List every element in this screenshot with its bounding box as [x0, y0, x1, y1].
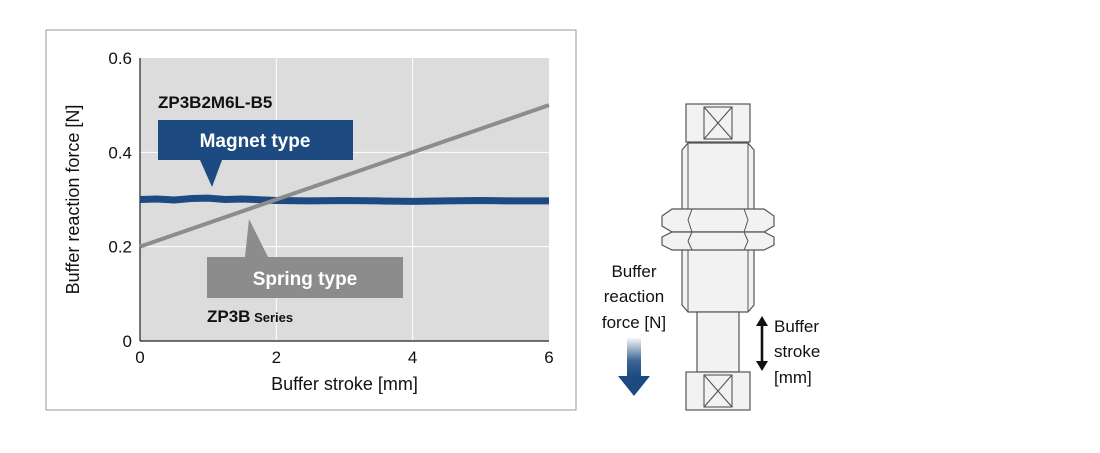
- top-block-cross-b: [703, 106, 733, 140]
- lower-nut: [661, 231, 775, 251]
- force-label-line-2: reaction: [604, 287, 664, 306]
- series-suffix: Series: [250, 310, 293, 325]
- stroke-arrow-down-icon: [756, 361, 768, 371]
- x-tick-label: 2: [272, 348, 281, 367]
- series-name-label: ZP3B Series: [207, 307, 293, 326]
- upper-nut-facet-d: [743, 219, 749, 233]
- force-arrow-shaft: [627, 338, 641, 376]
- y-tick-label: 0.6: [108, 49, 132, 68]
- series-name: ZP3B: [207, 307, 250, 326]
- upper-nut-facet-b: [687, 219, 693, 233]
- magnet-callout-pointer: [200, 160, 222, 187]
- force-arrow-down-icon: [618, 376, 650, 396]
- stroke-arrow-up-icon: [756, 316, 768, 326]
- spring-type-line: [139, 103, 550, 249]
- x-axis-label: Buffer stroke [mm]: [271, 374, 418, 394]
- magnet-callout-label: Magnet type: [200, 131, 311, 152]
- top-block-inner: [703, 106, 733, 140]
- magnet-callout-box: [158, 120, 353, 160]
- x-tick-label: 4: [408, 348, 417, 367]
- x-tick-label: 0: [135, 348, 144, 367]
- y-axis-label: Buffer reaction force [N]: [63, 105, 83, 295]
- piston-rod: [696, 311, 740, 373]
- force-label-line-3: force [N]: [602, 313, 666, 332]
- stroke-label-line-1: Buffer: [774, 317, 819, 336]
- x-tick-label: 6: [544, 348, 553, 367]
- upper-nut-facet-a: [687, 208, 693, 221]
- lower-nut-facet-a: [687, 231, 693, 242]
- y-tick-label: 0.4: [108, 143, 132, 162]
- lower-nut-facet-d: [743, 240, 749, 251]
- stroke-label-line-2: stroke: [774, 342, 820, 361]
- spring-callout-pointer: [245, 219, 268, 257]
- force-label-line-1: Buffer: [611, 262, 656, 281]
- stroke-label-line-3: [mm]: [774, 368, 812, 387]
- spring-callout-box: [207, 257, 403, 298]
- y-tick-label: 0.2: [108, 238, 132, 257]
- lower-nut-facet-c: [743, 231, 749, 242]
- lower-nut-facet-b: [687, 240, 693, 251]
- upper-nut: [661, 208, 775, 233]
- buffer-pad-diagram: Buffer reaction force [N] Buffer stroke …: [602, 103, 820, 411]
- spring-callout-label: Spring type: [253, 269, 358, 290]
- magnet-type-line: [139, 194, 549, 205]
- y-tick-label: 0: [123, 332, 132, 351]
- upper-nut-facet-c: [743, 208, 749, 221]
- bottom-block-cross-b: [703, 374, 733, 408]
- bottom-block-inner: [703, 374, 733, 408]
- model-label: ZP3B2M6L-B5: [158, 93, 272, 112]
